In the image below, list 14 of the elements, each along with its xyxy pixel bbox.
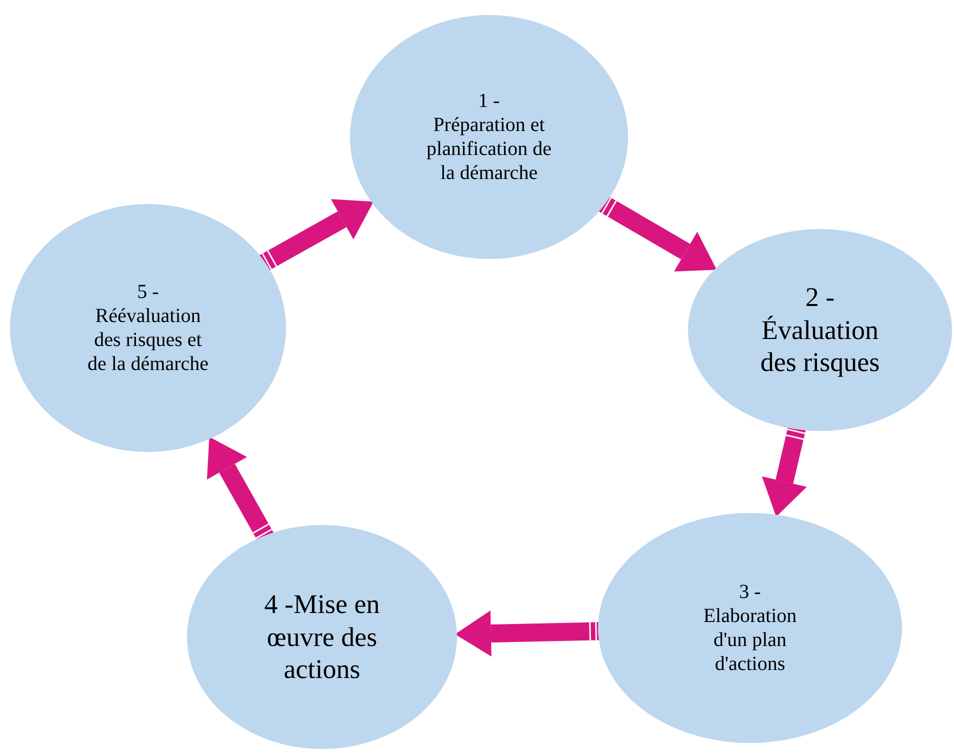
step-label: 1 - (477, 89, 501, 113)
arrow (454, 610, 600, 656)
arrow (258, 199, 374, 272)
step-label: 2 - (804, 281, 836, 314)
arrow (206, 436, 274, 542)
arrow (762, 425, 807, 517)
step-label: Elaboration d'un plan d'actions (702, 604, 798, 676)
step-label: Réévaluation des risques et de la démarche (86, 304, 210, 376)
step-label: Évaluation des risques (759, 314, 881, 379)
arrow (598, 196, 717, 272)
step-label: 4 -Mise en œuvre des actions (263, 588, 381, 686)
step-label: 5 - (136, 280, 160, 304)
step-label: 3 - (738, 580, 762, 604)
step-label: Préparation et planification de la démarche (426, 113, 552, 185)
